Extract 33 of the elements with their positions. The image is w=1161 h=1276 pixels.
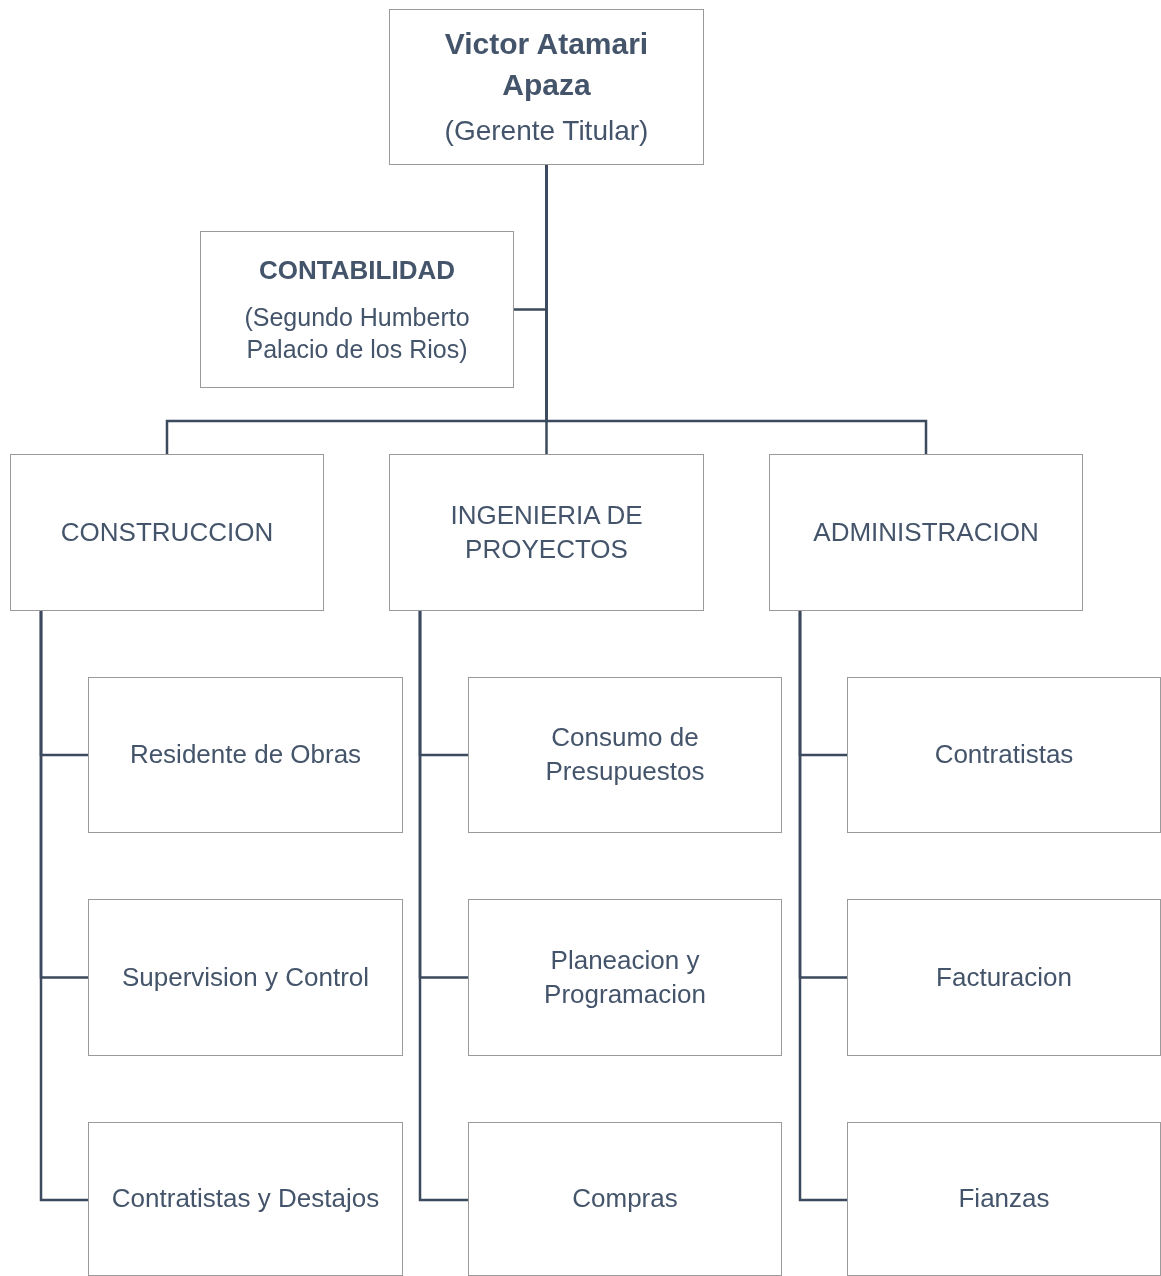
box-label: Contratistas y Destajos [111,1182,380,1216]
department-box [389,454,704,611]
unit-box [468,1122,782,1276]
box-label: Contratistas [934,738,1074,772]
unit-box [468,899,782,1056]
unit-box [88,677,403,833]
unit-box [468,677,782,833]
box-label: Consumo de Presupuestos [544,721,706,788]
department-box [10,454,324,611]
department-box [200,231,514,388]
unit-box [88,899,403,1056]
box-label: ADMINISTRACION [813,515,1039,549]
box-subtitle: (Segundo Humberto Palacio de los Rios) [243,301,471,366]
box-label: Fianzas [958,1182,1050,1216]
box-label: Planeacion y Programacion [543,943,707,1011]
box-label: CONSTRUCCION [60,515,274,549]
box-heading: CONTABILIDAD [259,254,455,288]
box-label: Compras [572,1182,678,1216]
department-box [769,454,1083,611]
unit-box [847,1122,1161,1276]
box-label: Residente de Obras [129,738,362,772]
unit-box [847,899,1161,1056]
manager-box [389,9,704,165]
connector-line [418,611,468,1202]
box-label: Facturacion [936,960,1072,994]
unit-box [88,1122,403,1276]
box-heading: Victor Atamari Apaza [443,26,650,103]
unit-box [847,677,1161,833]
box-label: Supervision y Control [121,960,370,994]
box-label: INGENIERIA DE PROYECTOS [449,498,644,566]
connector-line [798,611,847,1202]
connector-line [39,611,88,1202]
box-subtitle: (Gerente Titular) [444,114,649,149]
